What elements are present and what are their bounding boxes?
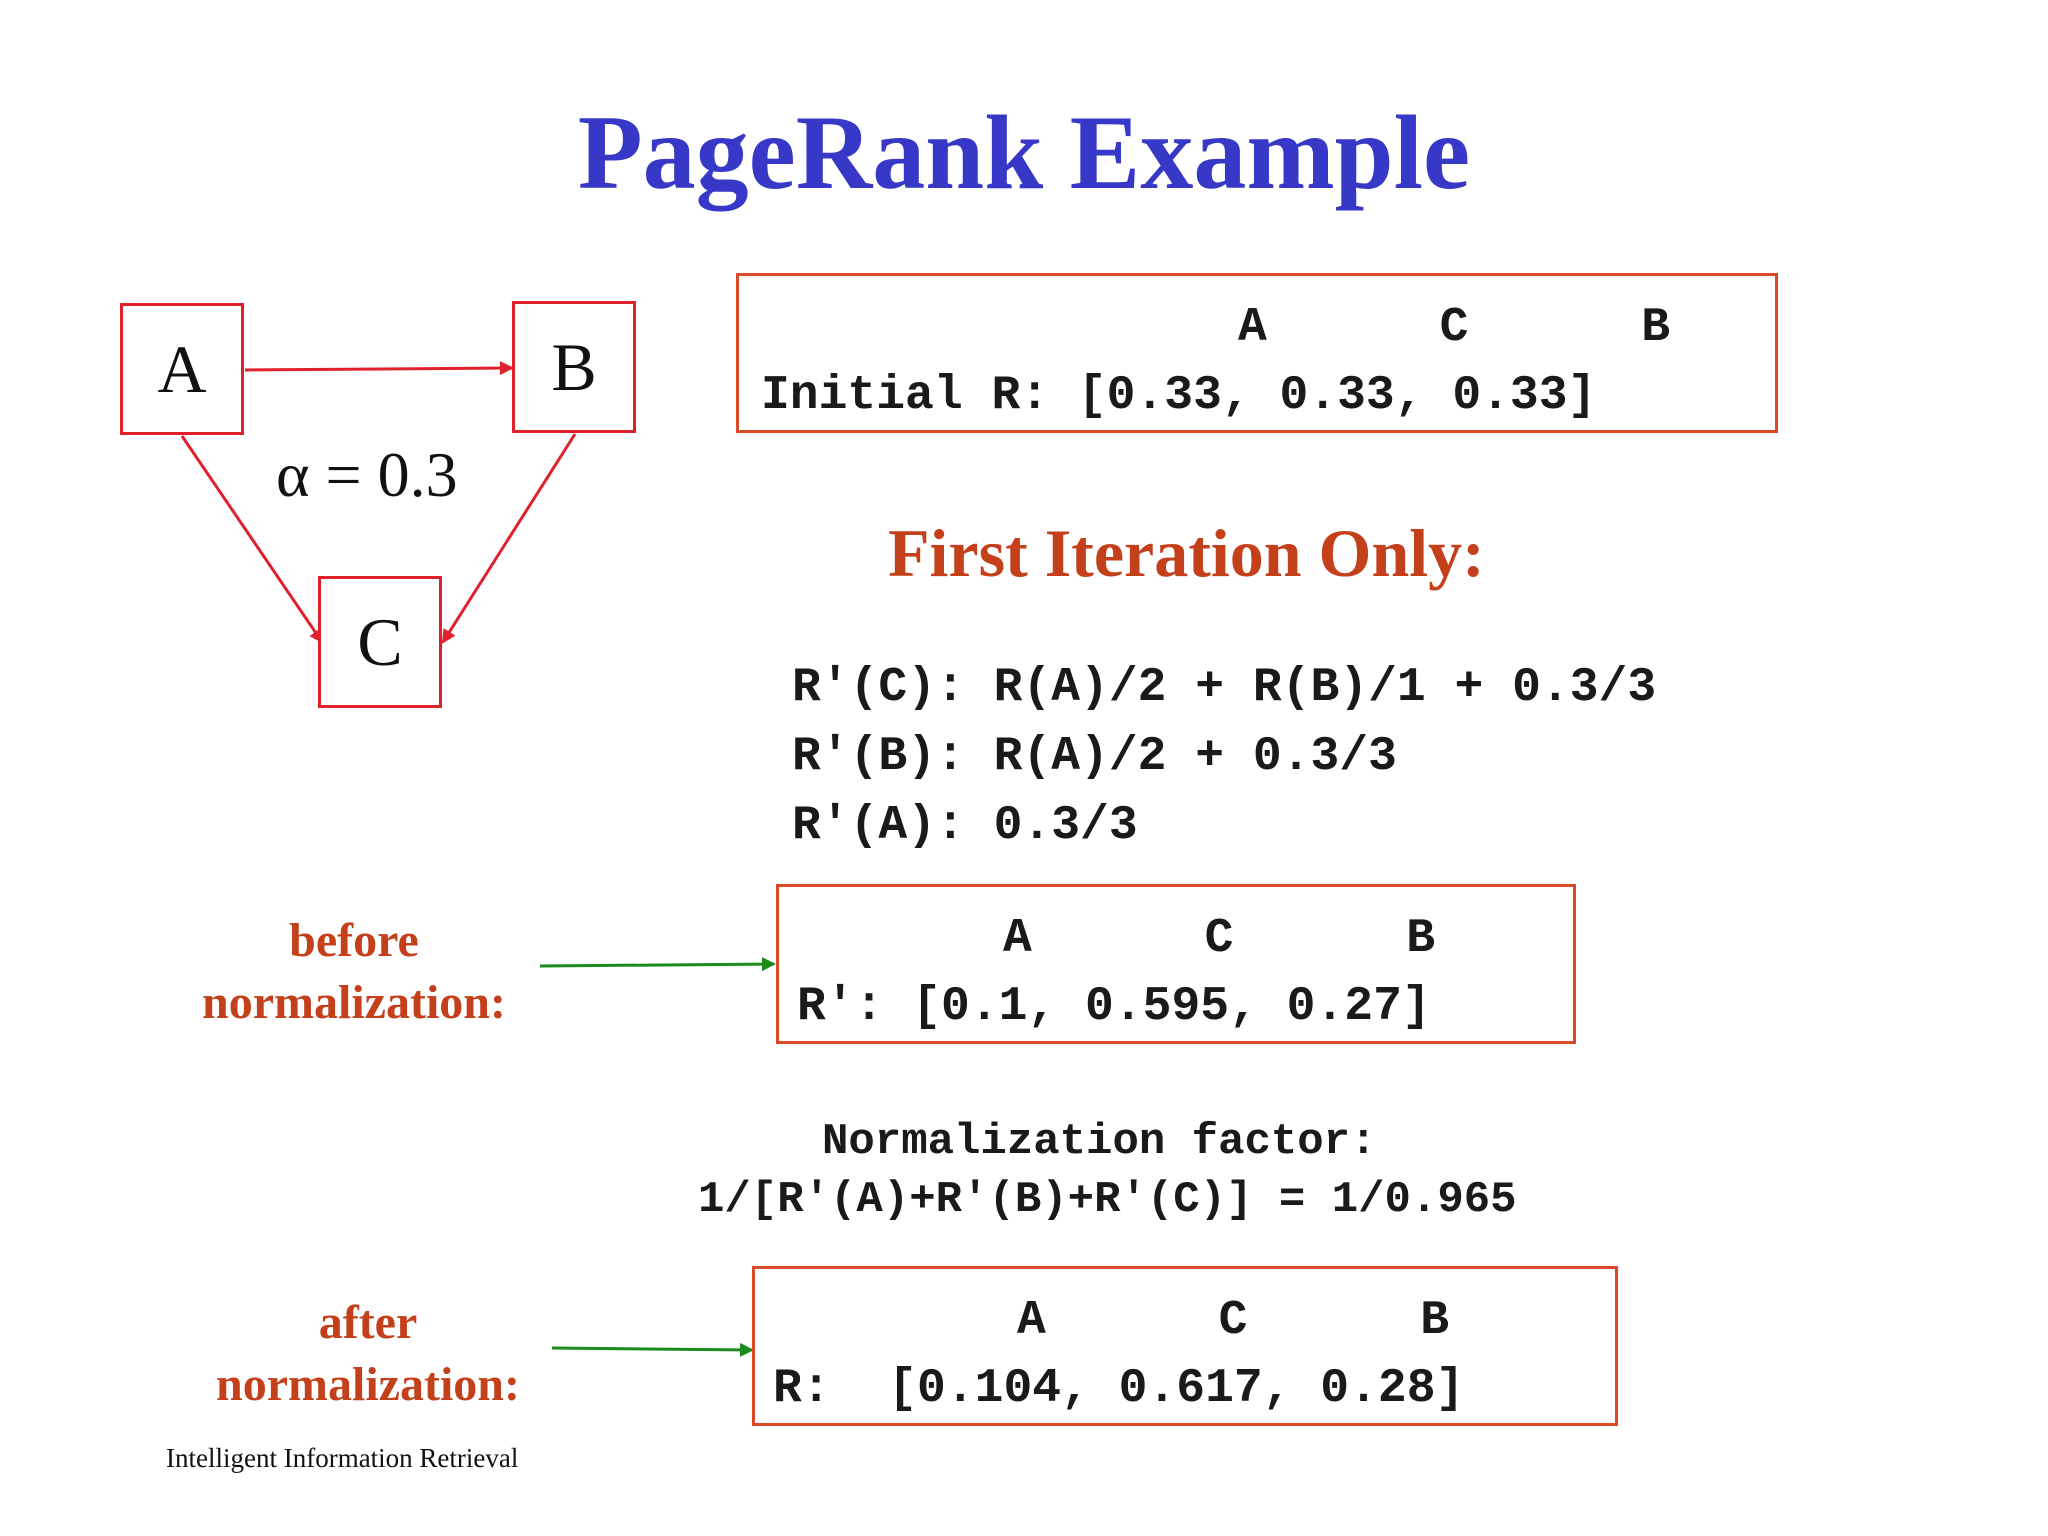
initial-r-box: A C B Initial R: [0.33, 0.33, 0.33] <box>736 273 1778 433</box>
before-r-header: A C B <box>1003 912 1436 966</box>
node-a: A <box>120 303 244 435</box>
normalization-factor-title: Normalization factor: <box>822 1117 1377 1167</box>
node-a-label: A <box>157 330 207 407</box>
edge-a-to-c <box>180 435 324 644</box>
after-normalization-box: A C B R: [0.104, 0.617, 0.28] <box>752 1266 1618 1426</box>
initial-r-header: A C B <box>1238 301 1671 355</box>
equation-r-prime-c: R′(C): R(A)/2 + R(B)/1 + 0.3/3 <box>792 661 1657 715</box>
before-r-row: R′: [0.1, 0.595, 0.27] <box>797 980 1431 1034</box>
footer-course-name: Intelligent Information Retrieval <box>166 1443 519 1473</box>
before-normalization-label: before normalization: <box>154 910 554 1035</box>
after-r-row: R: [0.104, 0.617, 0.28] <box>773 1362 1465 1416</box>
node-c-label: C <box>357 603 403 680</box>
first-iteration-heading: First Iteration Only: <box>888 515 1485 591</box>
node-b: B <box>512 301 636 433</box>
node-b-label: B <box>551 328 597 405</box>
after-label-line2: normalization: <box>216 1358 520 1412</box>
after-r-header: A C B <box>1017 1294 1450 1348</box>
alpha-label: α = 0.3 <box>276 439 458 510</box>
edge-b-to-c <box>441 433 577 644</box>
normalization-factor-formula: 1/[R′(A)+R′(B)+R′(C)] = 1/0.965 <box>698 1175 1517 1225</box>
before-label-line2: normalization: <box>202 976 506 1030</box>
initial-r-row: Initial R: [0.33, 0.33, 0.33] <box>761 369 1597 423</box>
node-c: C <box>318 576 442 708</box>
equation-r-prime-b: R′(B): R(A)/2 + 0.3/3 <box>792 730 1397 784</box>
edge-a-to-b <box>244 361 514 376</box>
after-pointer-arrow <box>551 1342 754 1357</box>
before-pointer-arrow <box>539 957 776 972</box>
before-normalization-box: A C B R′: [0.1, 0.595, 0.27] <box>776 884 1576 1044</box>
before-label-line1: before <box>289 914 419 967</box>
after-normalization-label: after normalization: <box>168 1292 568 1417</box>
after-label-line1: after <box>318 1296 418 1349</box>
slide-title: PageRank Example <box>577 94 1471 211</box>
equation-r-prime-a: R′(A): 0.3/3 <box>792 799 1138 853</box>
